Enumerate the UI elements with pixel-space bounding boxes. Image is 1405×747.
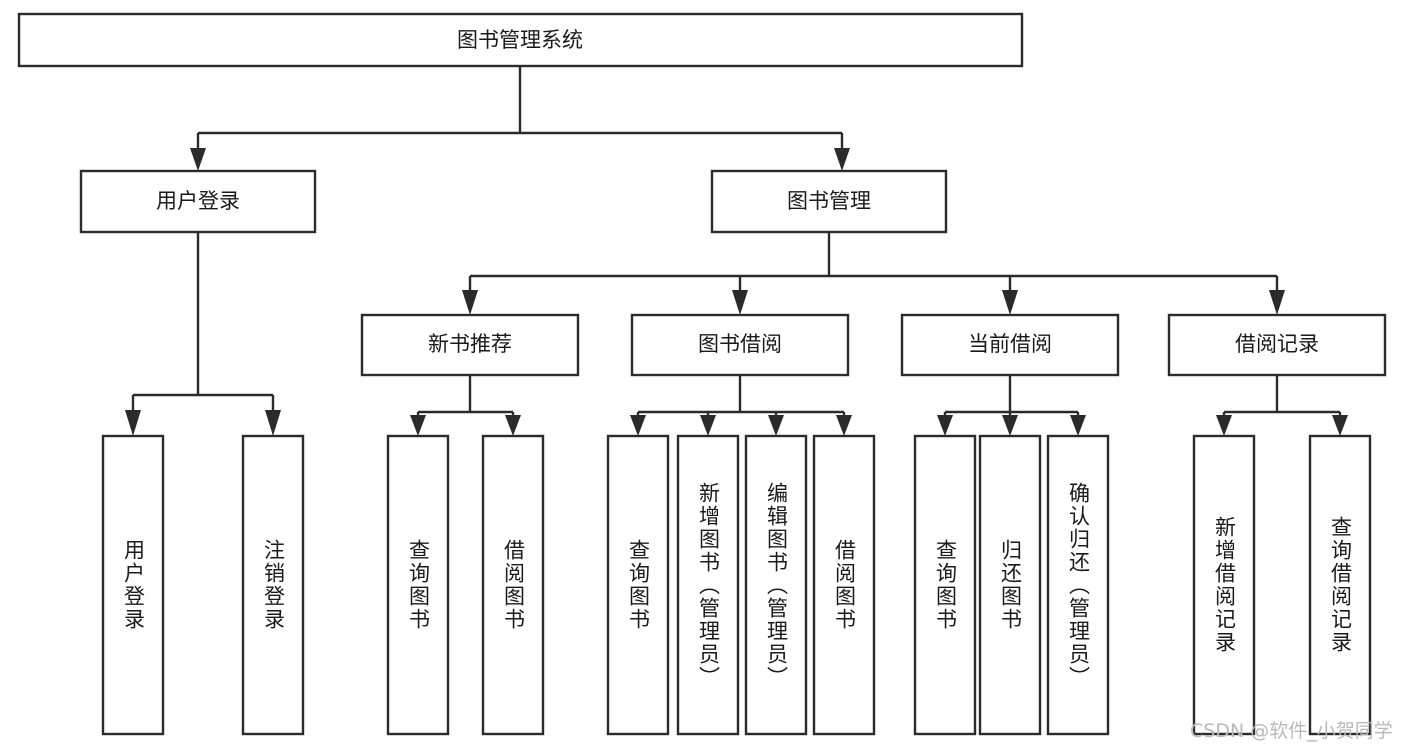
node-book-borrow-label: 图书借阅 <box>698 332 782 356</box>
connector-borrow-record-to-leaves <box>1216 375 1348 436</box>
csdn-watermark: CSDN @软件_小贺同学 <box>1190 720 1393 742</box>
leaf-node-add-book-admin[interactable] <box>676 434 740 736</box>
node-borrow-record-label: 借阅记录 <box>1235 332 1319 356</box>
node-new-book-recommend-label: 新书推荐 <box>428 332 512 356</box>
connector-user-login-to-leaves <box>125 232 281 436</box>
leaf-node-query-book-borrow[interactable] <box>606 434 670 736</box>
connector-root-to-level2 <box>190 66 850 171</box>
node-current-borrow[interactable]: 当前借阅 <box>900 313 1120 377</box>
leaf-node-add-borrow-record[interactable] <box>1192 434 1256 736</box>
node-new-book-recommend[interactable]: 新书推荐 <box>360 313 580 377</box>
node-book-management[interactable]: 图书管理 <box>710 169 948 234</box>
leaf-node-logout[interactable] <box>241 434 305 736</box>
node-current-borrow-label: 当前借阅 <box>968 332 1052 356</box>
node-user-login[interactable]: 用户登录 <box>79 169 317 234</box>
leaf-node-return-book[interactable] <box>978 434 1042 736</box>
leaf-node-query-borrow-record[interactable] <box>1308 434 1372 736</box>
connector-current-borrow-to-leaves <box>937 375 1086 436</box>
leaf-node-query-book-rec[interactable] <box>386 434 450 736</box>
leaf-node-borrow-book[interactable] <box>812 434 876 736</box>
leaf-node-borrow-book-rec[interactable] <box>481 434 545 736</box>
node-root-system[interactable]: 图书管理系统 <box>17 12 1024 68</box>
connector-book-borrow-to-leaves <box>630 375 852 436</box>
connector-book-mgmt-to-level3 <box>462 232 1285 315</box>
leaf-node-user-login[interactable] <box>101 434 165 736</box>
node-root-label: 图书管理系统 <box>457 28 583 52</box>
leaf-node-edit-book-admin[interactable] <box>744 434 808 736</box>
leaf-node-query-book-current[interactable] <box>913 434 977 736</box>
node-user-login-label: 用户登录 <box>156 189 240 213</box>
node-book-management-label: 图书管理 <box>787 189 871 213</box>
leaf-node-confirm-return-admin[interactable] <box>1046 434 1110 736</box>
node-book-borrow[interactable]: 图书借阅 <box>630 313 850 377</box>
connector-new-book-to-leaves <box>410 375 521 436</box>
node-borrow-record[interactable]: 借阅记录 <box>1167 313 1387 377</box>
